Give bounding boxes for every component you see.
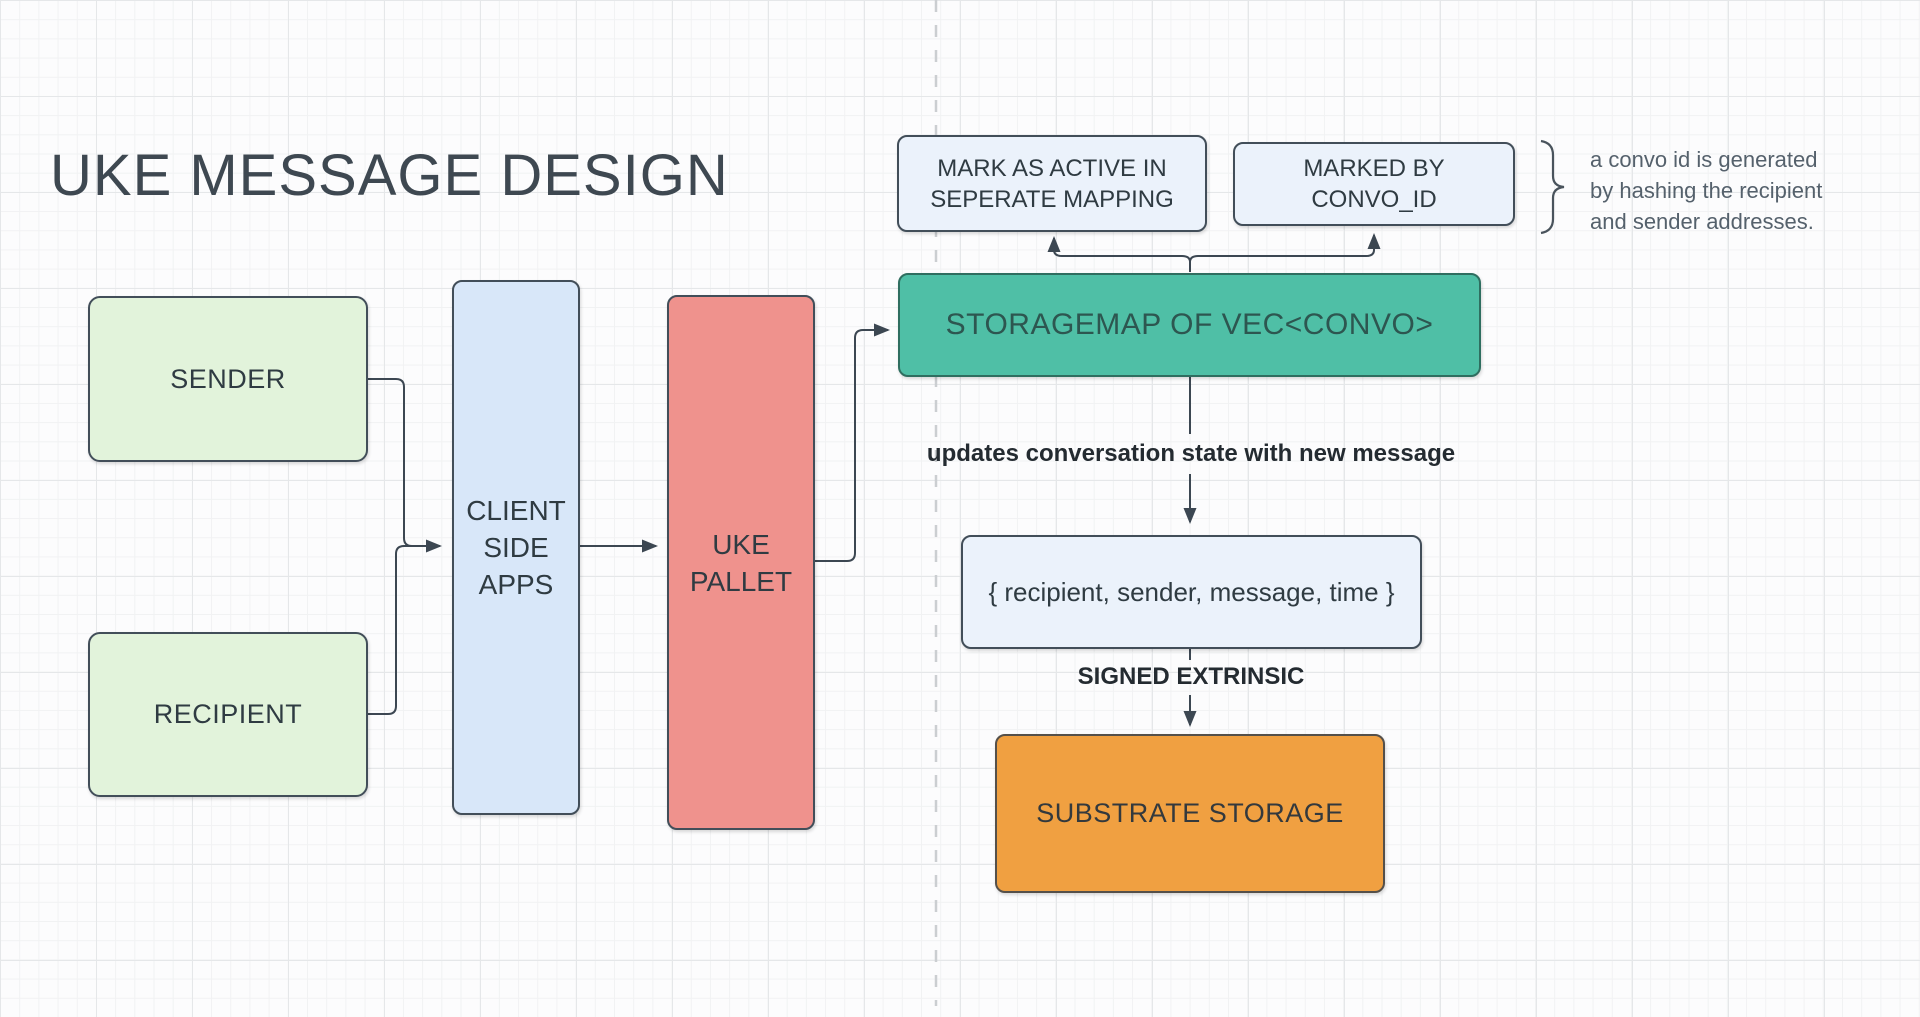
node-uke-pallet: UKE PALLET	[667, 295, 815, 830]
annotation-line-3: and sender addresses.	[1590, 209, 1814, 234]
node-mark-as-active: MARK AS ACTIVE IN SEPERATE MAPPING	[897, 135, 1207, 232]
node-message-payload: { recipient, sender, message, time }	[961, 535, 1422, 649]
edge-storagemap-to-marked	[1189, 233, 1381, 272]
node-client-side-apps-label: CLIENT SIDE APPS	[466, 495, 566, 600]
annotation-convo-id-note: a convo id is generated by hashing the r…	[1590, 144, 1822, 237]
node-sender-label: SENDER	[170, 363, 286, 394]
node-substrate-storage-label: SUBSTRATE STORAGE	[1036, 798, 1344, 828]
node-recipient: RECIPIENT	[88, 632, 368, 797]
node-storagemap-label: STORAGEMAP OF VEC<CONVO>	[945, 308, 1434, 341]
node-message-payload-label: { recipient, sender, message, time }	[988, 576, 1395, 607]
node-client-side-apps: CLIENT SIDE APPS	[452, 280, 580, 815]
annotation-line-1: a convo id is generated	[1590, 147, 1818, 172]
edge-recipient-to-client	[368, 545, 414, 715]
node-recipient-label: RECIPIENT	[153, 699, 303, 729]
edge-label-updates-conversation: updates conversation state with new mess…	[926, 440, 1456, 467]
node-sender: SENDER	[88, 296, 368, 462]
node-storagemap: STORAGEMAP OF VEC<CONVO>	[898, 273, 1481, 377]
edge-uke-to-storagemap	[815, 323, 890, 562]
node-uke-pallet-label: UKE PALLET	[689, 528, 793, 597]
node-mark-as-active-label: MARK AS ACTIVE IN SEPERATE MAPPING	[930, 154, 1174, 213]
brace-icon	[1540, 139, 1565, 235]
node-substrate-storage: SUBSTRATE STORAGE	[995, 734, 1385, 893]
edge-label-signed-extrinsic: SIGNED EXTRINSIC	[1077, 663, 1305, 690]
edge-sender-to-client	[368, 378, 442, 553]
edge-storagemap-to-mark	[1047, 236, 1191, 272]
annotation-line-2: by hashing the recipient	[1590, 178, 1823, 203]
node-marked-by-convo-id: MARKED BY CONVO_ID	[1233, 142, 1515, 226]
diagram-title: UKE MESSAGE DESIGN	[50, 143, 729, 208]
node-marked-by-convo-id-label: MARKED BY CONVO_ID	[1303, 155, 1445, 213]
